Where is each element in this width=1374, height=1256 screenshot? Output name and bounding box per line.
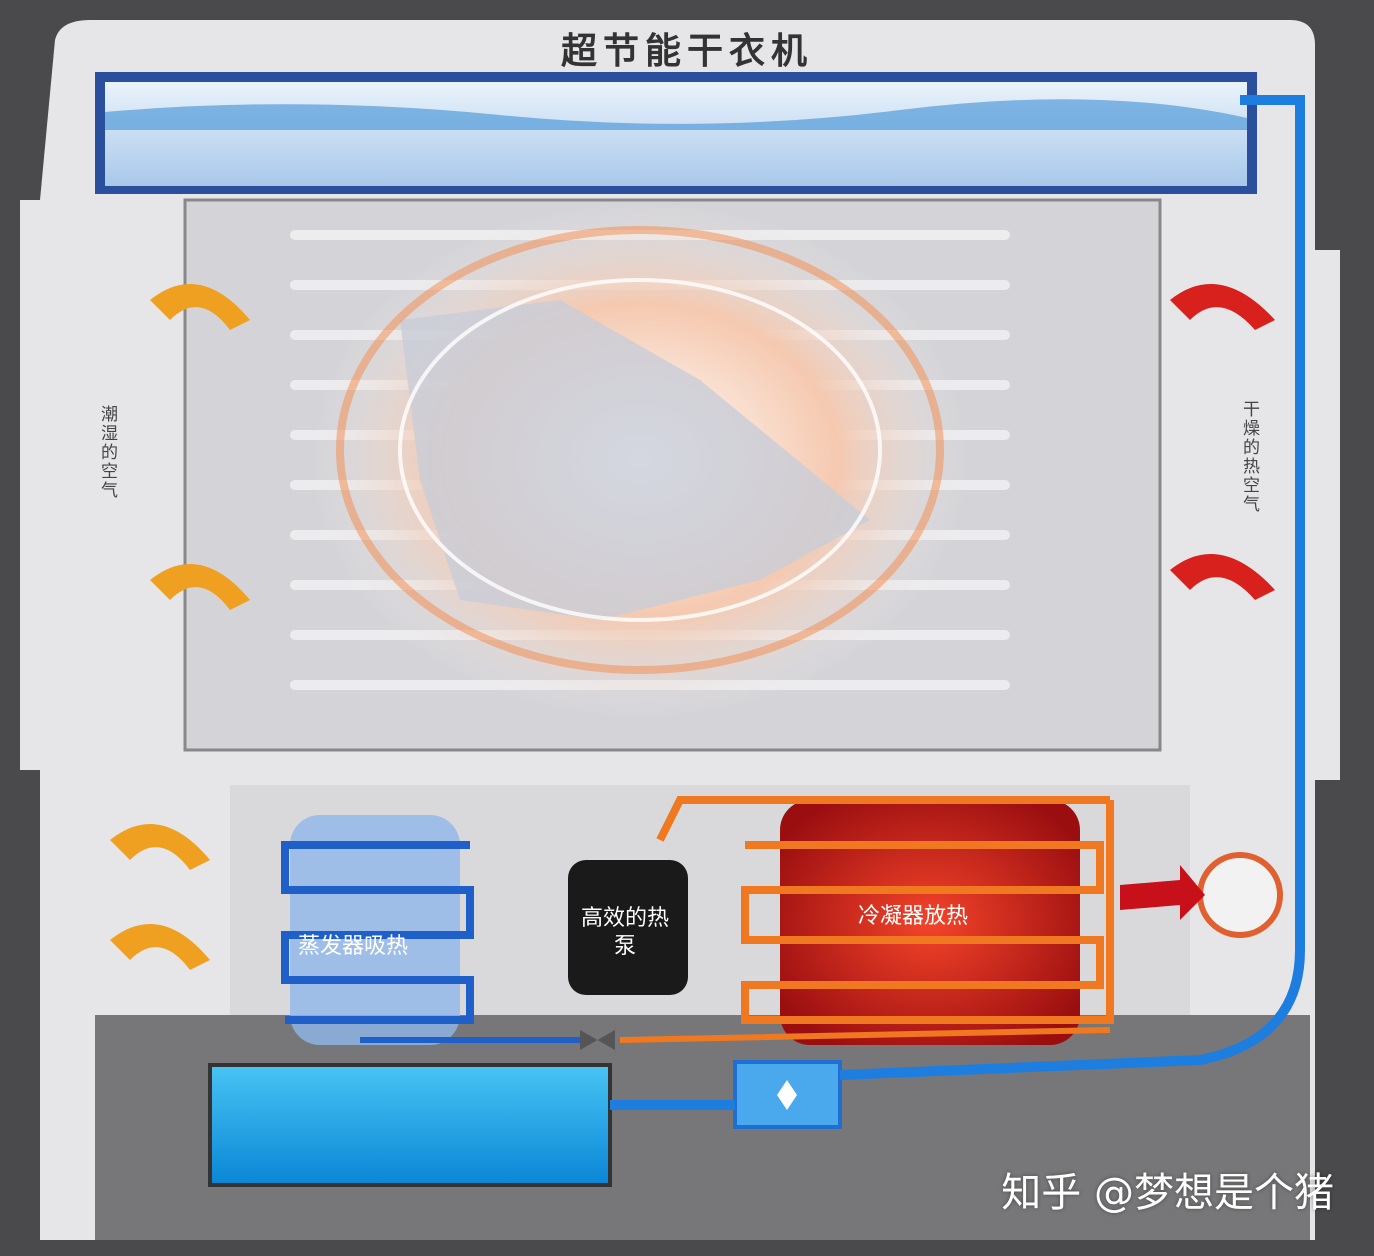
fan-icon	[1197, 852, 1283, 938]
shirt-icon	[400, 300, 870, 620]
watermark: 知乎 @梦想是个猪	[1001, 1170, 1334, 1216]
water-return-pipe	[610, 95, 1305, 1110]
humid-air-label: 潮湿的空气	[97, 405, 117, 500]
condenser-coil	[656, 796, 1114, 1024]
condenser-label: 冷凝器放热	[858, 904, 969, 929]
evaporator-coil	[281, 841, 474, 1024]
hot-air-out-arrow	[1120, 865, 1205, 920]
evaporator-label: 蒸发器吸热	[298, 934, 409, 959]
dry-air-arrows	[1170, 284, 1275, 600]
diagram-title: 超节能干衣机	[560, 31, 813, 72]
top-water-tank	[105, 82, 1247, 186]
compressor	[568, 860, 688, 995]
heat-pump-label: 高效的热泵	[580, 906, 669, 959]
expansion-valve-icon	[580, 1030, 615, 1050]
water-reservoir	[208, 1063, 612, 1187]
humid-air-arrows	[110, 284, 250, 970]
dry-hot-air-label: 干燥的热空气	[1239, 400, 1259, 514]
evaporator	[290, 815, 460, 1045]
